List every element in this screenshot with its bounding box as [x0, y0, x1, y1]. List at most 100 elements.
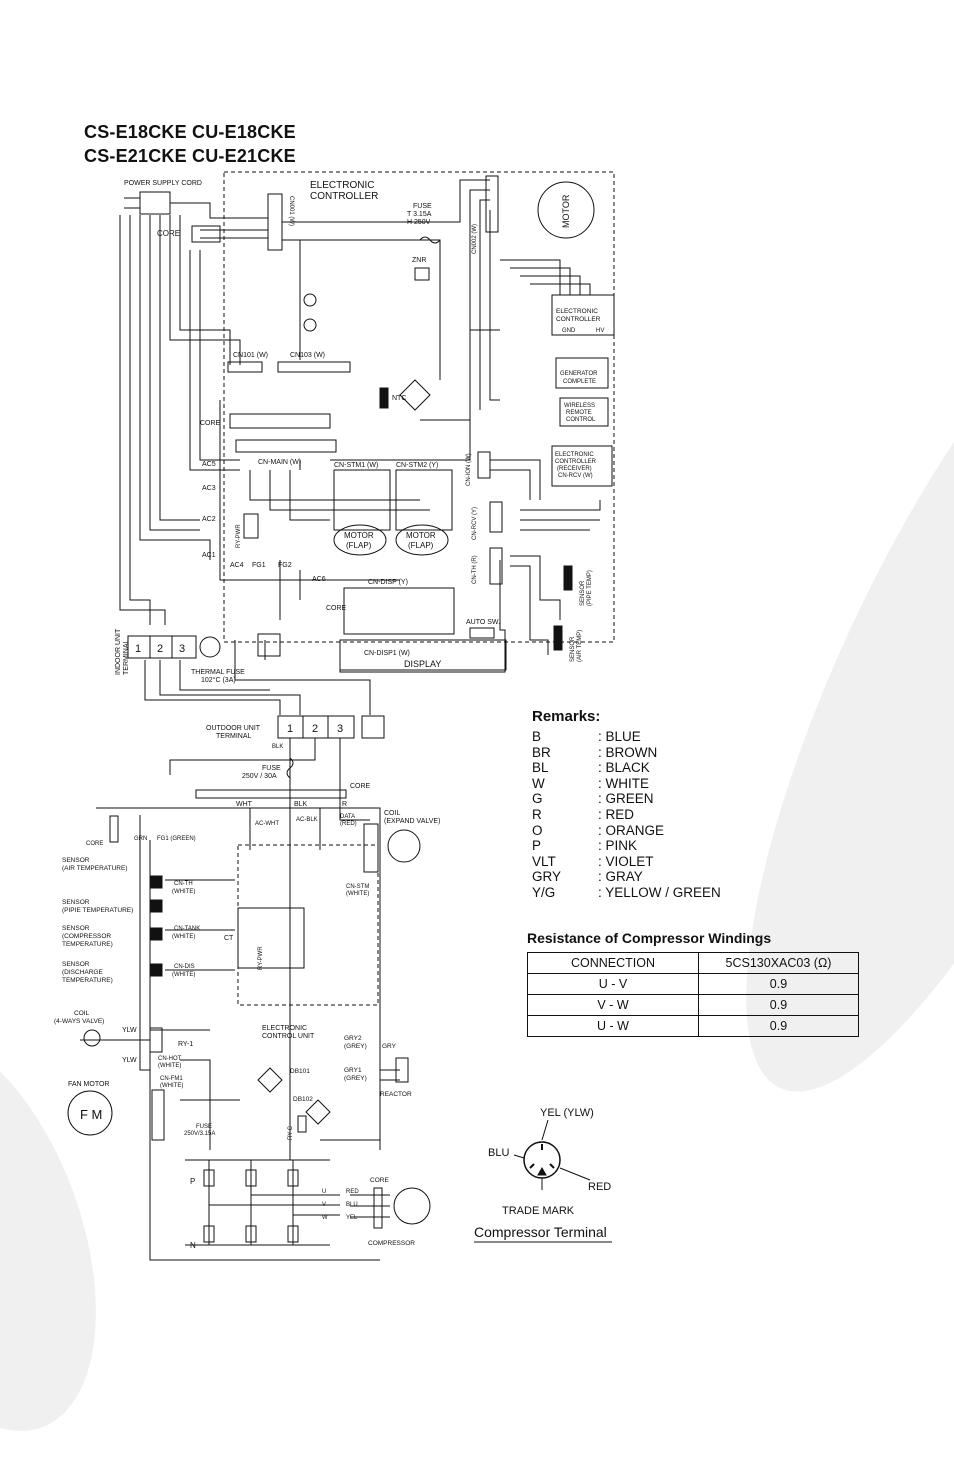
label-indoor-terminal: INDOOR UNITTERMINAL: [115, 628, 130, 675]
table-cell: U - W: [527, 1015, 699, 1037]
flap-motor-2-icon: [395, 524, 449, 556]
label-cn-ion: CN-ION (W): [466, 453, 472, 486]
connector-cn002: [485, 175, 499, 233]
power-plug-icon: [124, 191, 200, 215]
label-wht: WHT: [236, 801, 253, 808]
svg-text:3: 3: [179, 643, 185, 655]
model-title-2: CS-E21CKE CU-E21CKE: [84, 146, 296, 166]
connector-cn-fm1: [151, 1089, 165, 1141]
label-p: P: [190, 1177, 195, 1186]
core-ferrite-comp: [373, 1187, 383, 1229]
generator-box: [555, 357, 609, 389]
compressor-terminal-diagram: [513, 1119, 591, 1190]
label-znr: ZNR: [412, 257, 426, 264]
relay-coil-2: [303, 318, 317, 332]
label-cn-stm-w: CN-STM(WHITE): [346, 884, 369, 897]
label-sensor-air: SENSOR(AIR TEMP): [570, 630, 583, 662]
label-cn-disp1: CN-DISP1 (W): [364, 650, 410, 657]
label-hv: HV: [596, 328, 604, 334]
connector-cn001: [267, 193, 283, 251]
label-ac3: AC3: [202, 485, 216, 492]
label-cn-th: CN-TH (R): [472, 555, 478, 584]
label-ac-wht: AC-WHT: [255, 821, 279, 827]
label-ry-pwr-out: RY-PWR: [258, 946, 264, 970]
sensor-air-thermistor: [553, 625, 563, 651]
svg-text:1: 1: [135, 643, 141, 655]
remark-description: : BROWN: [598, 744, 658, 760]
ry-pwr-outdoor-box: [237, 907, 305, 969]
compressor-motor-icon: [393, 1187, 431, 1225]
inverter-bridge: [203, 1160, 340, 1245]
remark-description: : PINK: [598, 838, 638, 854]
connector-cn-main: [235, 439, 337, 453]
remark-row: G : GREEN: [532, 791, 721, 807]
label-motor-flap-1: MOTOR(FLAP): [344, 531, 374, 550]
label-core-comp: CORE: [370, 1177, 389, 1184]
label-cn-rcv: CN-RCV (Y): [472, 507, 478, 540]
label-display: DISPLAY: [404, 659, 441, 669]
remark-code: R: [532, 806, 542, 822]
remark-description: : WHITE: [598, 775, 649, 791]
label-gry: GRY: [382, 1043, 397, 1050]
model-title-1: CS-E18CKE CU-E18CKE: [84, 122, 296, 142]
sensor-pipe-thermistor: [563, 565, 573, 591]
indoor-wiring: [119, 179, 601, 715]
display-box: [339, 639, 507, 671]
label-core-1: CORE: [157, 229, 180, 238]
svg-text:U: U: [322, 1189, 326, 1195]
remark-code: W: [532, 775, 545, 791]
label-coil-expand: COIL(EXPAND VALVE): [384, 810, 440, 825]
table-row: U - V 0.9: [527, 973, 859, 995]
remark-code: B: [532, 729, 542, 744]
remark-code: BL: [532, 760, 549, 776]
remark-description: : BLUE: [598, 729, 641, 744]
label-sensor-pipe: SENSOR(PIPE TEMP): [580, 570, 593, 606]
db101-bridge: [257, 1067, 283, 1093]
label-coil-4way: COIL(4-WAYS VALVE): [54, 1010, 104, 1025]
label-blu: BLU: [488, 1147, 509, 1159]
remark-code: G: [532, 791, 543, 807]
resistance-section: Resistance of Compressor Windings CONNEC…: [527, 930, 859, 1037]
label-n: N: [190, 1241, 196, 1250]
sensor-pipe-out-thermistor: [149, 899, 163, 913]
remark-code: BR: [532, 744, 551, 760]
znr-symbol: [414, 267, 430, 281]
table-cell: U - V: [527, 973, 699, 995]
flap-motor-1-icon: [333, 524, 387, 556]
remark-row: BR : BROWN: [532, 745, 721, 761]
core-ferrite: [191, 225, 221, 243]
svg-text:2: 2: [157, 643, 163, 655]
label-grn: GRN: [134, 836, 147, 842]
remark-code: P: [532, 838, 542, 854]
label-blk-2: BLK: [294, 801, 308, 808]
table-header-row: CONNECTION 5CS130XAC03 (Ω): [527, 952, 859, 974]
outdoor-terminal-block: [277, 715, 355, 739]
label-fg1: FG1: [252, 562, 266, 569]
label-cn-th-w: CN-TH(WHITE): [172, 881, 195, 895]
label-sensor-air-out: SENSOR(AIR TEMPERATURE): [62, 857, 128, 872]
connector-cn-disp: [343, 587, 455, 635]
connector-cn-stm1: [333, 469, 391, 531]
remark-description: : GREEN: [598, 791, 654, 807]
label-sensor-pipe-out: SENSOR(PIPIE TEMPERATURE): [62, 899, 133, 914]
relay-coil-1: [303, 293, 317, 307]
ion-controller-box: [551, 294, 615, 336]
table-cell: 0.9: [698, 994, 859, 1016]
table-cell: 0.9: [698, 973, 859, 995]
label-ct: CT: [224, 935, 234, 942]
resistance-table: CONNECTION 5CS130XAC03 (Ω) U - V 0.9 V -…: [527, 952, 859, 1037]
label-ry-pwr: RY-PWR: [236, 524, 242, 548]
remark-description: : BLACK: [598, 760, 650, 776]
table-row: V - W 0.9: [527, 994, 859, 1016]
label-cn-stm1: CN-STM1 (W): [334, 462, 378, 469]
label-trade-mark: TRADE MARK: [502, 1205, 575, 1217]
svg-text:W: W: [322, 1215, 328, 1221]
outdoor-fan-motor-icon: [67, 1090, 113, 1136]
connector-expand-valve: [363, 823, 379, 873]
